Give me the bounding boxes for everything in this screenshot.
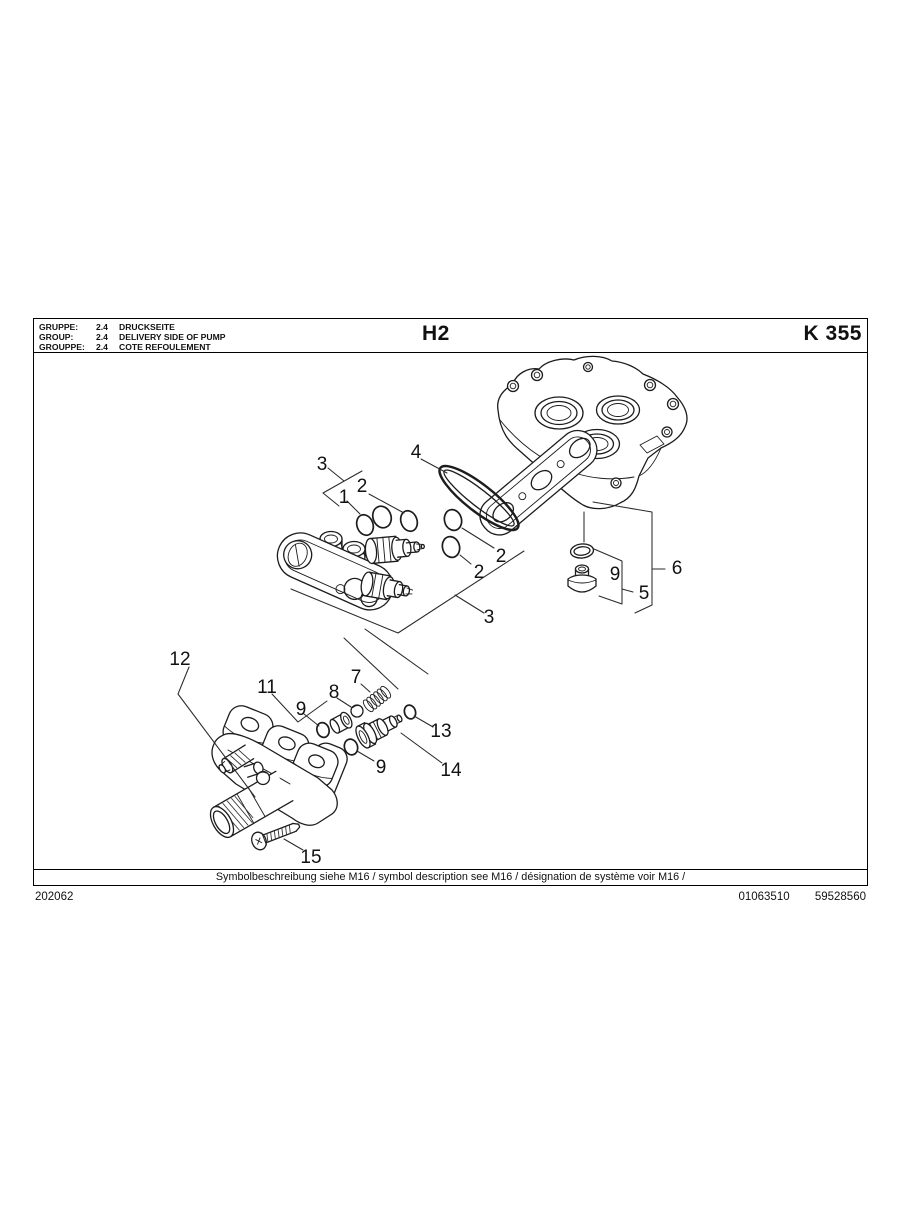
group-row-de: GRUPPE: 2.4 DRUCKSEITE [39,322,226,332]
group-row-en: GROUP: 2.4 DELIVERY SIDE OF PUMP [39,332,226,342]
group-label-de: GRUPPE: [39,321,79,332]
group-row-fr: GROUPPE: 2.4 COTE REFOULEMENT [39,342,226,352]
group-label-en: GROUP: [39,331,74,342]
doc-number: 202062 [35,891,74,903]
symbol-note-bar: Symbolbeschreibung siehe M16 / symbol de… [34,869,867,885]
group-text-en: DELIVERY SIDE OF PUMP [119,331,226,342]
group-code-fr: 2.4 [96,341,108,352]
part-codes: 01063510 59528560 [716,891,866,903]
group-code-en: 2.4 [96,331,108,342]
diagram-frame: GRUPPE: 2.4 DRUCKSEITE GROUP: 2.4 DELIVE… [33,318,868,886]
part-code-right: 59528560 [814,891,866,903]
title-block: GRUPPE: 2.4 DRUCKSEITE GROUP: 2.4 DELIVE… [34,319,867,353]
group-text-de: DRUCKSEITE [119,321,175,332]
catalog-code: K 355 [803,322,862,345]
sheet-code: H2 [422,322,450,345]
page-footer: 202062 01063510 59528560 [35,891,866,903]
group-label-fr: GROUPPE: [39,341,85,352]
part-code-left: 01063510 [738,891,790,903]
group-code-de: 2.4 [96,321,108,332]
group-info: GRUPPE: 2.4 DRUCKSEITE GROUP: 2.4 DELIVE… [39,322,226,353]
symbol-note: Symbolbeschreibung siehe M16 / symbol de… [215,871,686,883]
group-text-fr: COTE REFOULEMENT [119,341,211,352]
